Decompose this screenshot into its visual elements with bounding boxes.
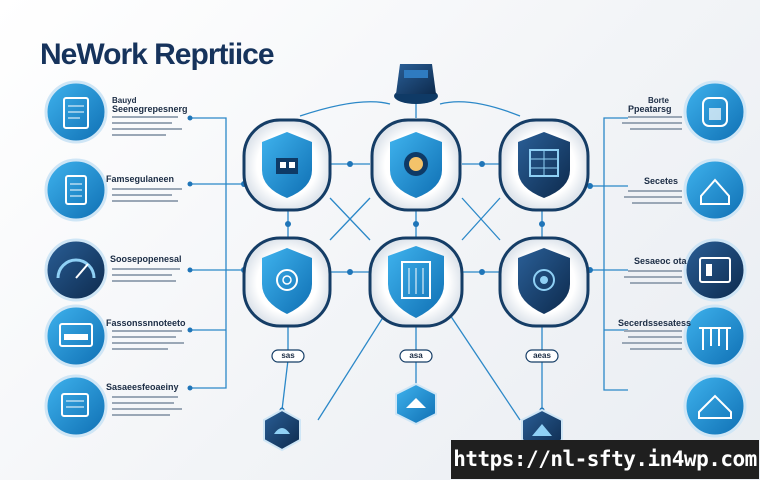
building-icon xyxy=(683,80,747,144)
document-stack-icon xyxy=(44,374,108,438)
left-description-lines xyxy=(112,116,184,416)
right-label-4: Secerdssesatess xyxy=(618,318,692,328)
warehouse-icon xyxy=(683,374,747,438)
left-label-4: Fassonssnnoteeto xyxy=(106,318,186,328)
node-tag-1: sas xyxy=(281,351,295,360)
center-node-grid xyxy=(242,118,590,328)
router-icon xyxy=(394,64,438,104)
cloud-shield-icon xyxy=(263,408,301,452)
right-icon-column xyxy=(683,80,747,438)
bridge-icon xyxy=(683,304,747,368)
cloud-shield-icon xyxy=(395,382,437,426)
node-tag-3: aeas xyxy=(533,351,551,360)
gauge-icon xyxy=(44,238,108,302)
right-description-lines xyxy=(622,116,682,350)
network-device-icon xyxy=(683,238,747,302)
tablet-icon xyxy=(44,80,108,144)
grid-shield-icon xyxy=(498,118,590,212)
left-icon-column xyxy=(44,80,108,438)
document-icon xyxy=(44,158,108,222)
right-label-1: Ppeatarsg xyxy=(628,104,672,114)
right-label-3: Sesaeoc ota xyxy=(634,256,687,266)
page-title: NeWork Reprtiice xyxy=(40,38,275,71)
left-label-small: Bauyd xyxy=(112,96,137,105)
building-shield-icon xyxy=(368,236,464,328)
right-label-small: Borte xyxy=(648,96,669,105)
fingerprint-shield-icon xyxy=(242,236,332,328)
house-shield-icon xyxy=(242,118,332,212)
left-label-2: Famsegulaneen xyxy=(106,174,175,184)
node-tag-pills xyxy=(271,349,559,363)
house-icon xyxy=(683,158,747,222)
right-label-2: Secetes xyxy=(644,176,679,186)
server-icon xyxy=(44,304,108,368)
url-banner[interactable]: https://nl-sfty.in4wp.com xyxy=(451,440,759,479)
left-label-5: Sasaeesfeoaeiny xyxy=(106,382,179,392)
globe-shield-icon xyxy=(370,118,462,212)
node-tag-2: asa xyxy=(409,351,423,360)
left-label-3: Soosepopenesal xyxy=(110,254,182,264)
left-label-1: Seenegrepesnerg xyxy=(112,104,188,114)
eye-shield-icon xyxy=(498,236,590,328)
